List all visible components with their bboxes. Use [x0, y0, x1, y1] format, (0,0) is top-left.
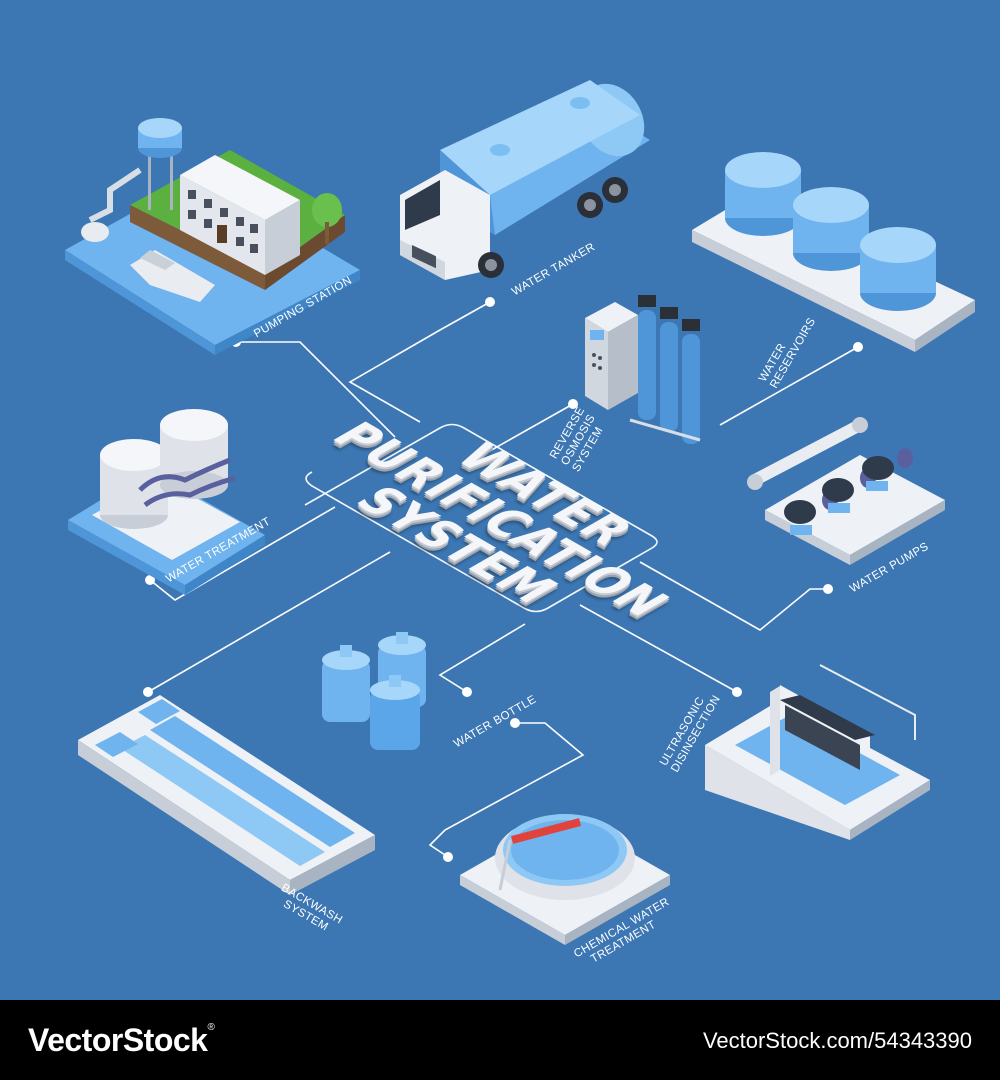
dot-chemical-right	[510, 718, 520, 728]
dot-chemical-left	[443, 852, 453, 862]
dot-water-bottle	[462, 687, 472, 697]
water-treatment-illustration	[68, 409, 265, 595]
line-water-tanker	[348, 301, 491, 423]
line-ultrasonic	[579, 604, 738, 693]
dot-reverse-osmosis	[568, 399, 578, 409]
dot-water-reservoirs	[853, 342, 863, 352]
water-pumps-illustration	[747, 417, 945, 565]
line-water-pumps	[639, 561, 828, 631]
line-pumping-station	[236, 341, 396, 438]
chemical-treatment-illustration	[460, 814, 670, 945]
diagram-canvas: WATER PURIFICATION SYSTEM PUMPING STATIO…	[0, 0, 1000, 1000]
dot-ultrasonic	[732, 687, 742, 697]
water-bottle-illustration	[322, 632, 426, 750]
dot-backwash	[143, 687, 153, 697]
line-reverse-osmosis	[487, 403, 574, 453]
pumping-station-illustration	[65, 118, 360, 355]
line-chemical	[428, 722, 585, 858]
water-tanker-illustration	[400, 80, 650, 280]
connector-lines	[147, 301, 859, 858]
dot-water-pumps	[823, 584, 833, 594]
dot-water-treatment	[145, 575, 155, 585]
reverse-osmosis-illustration	[585, 295, 701, 444]
dot-water-tanker	[485, 297, 495, 307]
backwash-illustration	[78, 695, 375, 895]
line-water-treatment	[149, 506, 336, 601]
image-id: VectorStock.com/54343390	[702, 1028, 972, 1053]
water-reservoirs-illustration	[692, 152, 975, 352]
brand-logo: VectorStock®	[28, 1022, 215, 1059]
brand-name: VectorStock	[28, 1022, 208, 1058]
watermark-footer: VectorStock® VectorStock.com/54343390	[0, 1000, 1000, 1080]
central-frame	[304, 423, 658, 613]
line-water-bottle	[438, 623, 526, 693]
line-water-reservoirs	[719, 346, 859, 426]
registered-mark: ®	[207, 1022, 215, 1033]
line-backwash	[147, 551, 391, 693]
ultrasonic-illustration	[705, 664, 930, 840]
diagram-svg	[65, 80, 975, 945]
